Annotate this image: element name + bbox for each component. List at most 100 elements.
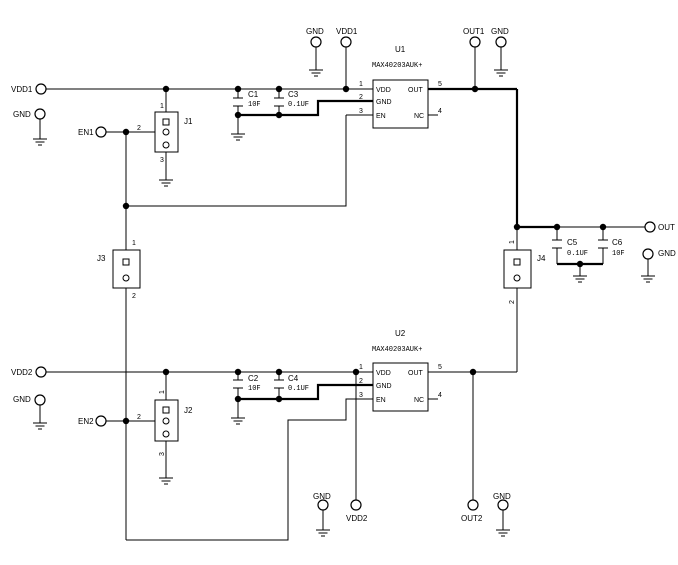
ground-icon <box>316 529 330 537</box>
junction-dots <box>122 85 607 425</box>
label-en2: EN2 <box>78 417 94 426</box>
jumper-j4 <box>503 249 532 289</box>
terminal-out2 <box>467 499 479 511</box>
label-gnd: GND <box>658 249 676 258</box>
ground-icon <box>231 133 245 141</box>
label-gnd: GND <box>13 395 31 404</box>
ic-u2 <box>372 362 438 412</box>
u2-pinnum-2: 2 <box>359 378 363 385</box>
terminal-vdd2-bottom <box>350 499 362 511</box>
ic-u1 <box>372 79 438 129</box>
ground-icon <box>231 417 245 425</box>
terminal-gnd-left-top <box>34 108 46 120</box>
label-gnd: GND <box>491 27 509 36</box>
j1-ref: J1 <box>184 117 193 126</box>
u2-pinnum-1: 1 <box>359 364 363 371</box>
j4-pinnum-1: 1 <box>509 240 516 244</box>
u1-pinnum-5: 5 <box>438 81 442 88</box>
u1-pinnum-3: 3 <box>359 108 363 115</box>
label-gnd: GND <box>13 110 31 119</box>
net-labels: VDD1 GND EN1 GND VDD1 OUT1 GND OUT GND V… <box>11 27 676 523</box>
j4-ref: J4 <box>537 254 546 263</box>
terminal-gnd-right <box>642 248 654 260</box>
u2-pin-nc: NC <box>414 397 424 404</box>
u2-pin-en: EN <box>376 397 386 404</box>
u1-pin-nc: NC <box>414 113 424 120</box>
capacitor-c2-icon <box>233 379 243 389</box>
terminal-en2 <box>95 415 107 427</box>
ground-symbols <box>33 69 655 537</box>
ground-icon <box>309 69 323 77</box>
c4-value: 0.1UF <box>288 385 309 393</box>
capacitor-c6-icon <box>598 239 608 249</box>
j3-ref: J3 <box>97 254 106 263</box>
u1-pin-vdd: VDD <box>376 87 391 94</box>
c6-value: 10F <box>612 250 625 258</box>
c3-ref: C3 <box>288 90 299 99</box>
label-out1: OUT1 <box>463 27 485 36</box>
c2-value: 10F <box>248 385 261 393</box>
capacitor-symbols <box>233 97 608 389</box>
u2-pinnum-4: 4 <box>438 392 442 399</box>
ground-icon <box>33 138 47 146</box>
c4-ref: C4 <box>288 374 299 383</box>
j4-pinnum-2: 2 <box>509 300 516 304</box>
jumper-j2 <box>154 399 179 442</box>
label-vdd1: VDD1 <box>336 27 358 36</box>
terminal-out1 <box>469 36 481 48</box>
ground-icon <box>159 179 173 187</box>
u1-ref: U1 <box>395 45 406 54</box>
capacitor-c1-icon <box>233 97 243 107</box>
terminal-gnd-bottom <box>317 499 329 511</box>
u2-pin-vdd: VDD <box>376 370 391 377</box>
j2-ref: J2 <box>184 406 193 415</box>
label-gnd: GND <box>313 492 331 501</box>
u1-pin-en: EN <box>376 113 386 120</box>
u1-pin-out: OUT <box>408 87 424 94</box>
c2-ref: C2 <box>248 374 259 383</box>
terminal-gnd-top-right <box>495 36 507 48</box>
label-gnd: GND <box>493 492 511 501</box>
bottom-wires <box>39 288 518 541</box>
terminals <box>34 36 656 511</box>
u2-pinnum-5: 5 <box>438 364 442 371</box>
c5-value: 0.1UF <box>567 250 588 258</box>
jumper-j1 <box>154 111 179 153</box>
u1-value: MAX40203AUK+ <box>372 62 422 70</box>
terminal-gnd-bottom-right <box>497 499 509 511</box>
ground-icon <box>159 477 173 485</box>
ground-icon <box>641 275 655 283</box>
label-out: OUT <box>658 223 675 232</box>
ground-icon <box>494 69 508 77</box>
label-gnd: GND <box>306 27 324 36</box>
u1-pinnum-1: 1 <box>359 81 363 88</box>
c1-value: 10F <box>248 101 261 109</box>
c3-value: 0.1UF <box>288 101 309 109</box>
terminal-vdd1-top <box>340 36 352 48</box>
u2-pin-gnd: GND <box>376 383 392 390</box>
c5-ref: C5 <box>567 238 578 247</box>
u1-pinnum-4: 4 <box>438 108 442 115</box>
u1-pinnum-2: 2 <box>359 94 363 101</box>
capacitor-c4-icon <box>274 379 284 389</box>
u2-ref: U2 <box>395 329 406 338</box>
terminal-gnd-top <box>310 36 322 48</box>
terminal-vdd2 <box>35 366 47 378</box>
j2-pinnum-3: 3 <box>159 452 166 456</box>
terminal-vdd1 <box>35 83 47 95</box>
label-vdd2: VDD2 <box>11 368 33 377</box>
part-labels: U1 MAX40203AUK+ VDD GND EN OUT NC 1 2 3 … <box>97 45 625 456</box>
label-vdd2: VDD2 <box>346 514 368 523</box>
j2-pinnum-1: 1 <box>159 390 166 394</box>
label-out2: OUT2 <box>461 514 483 523</box>
j1-pinnum-2: 2 <box>137 125 141 132</box>
c1-ref: C1 <box>248 90 259 99</box>
j1-pinnum-1: 1 <box>160 103 164 110</box>
terminal-out <box>644 221 656 233</box>
ground-icon <box>573 275 587 283</box>
label-vdd1: VDD1 <box>11 85 33 94</box>
terminal-en1 <box>95 126 107 138</box>
ground-icon <box>496 529 510 537</box>
c6-ref: C6 <box>612 238 623 247</box>
